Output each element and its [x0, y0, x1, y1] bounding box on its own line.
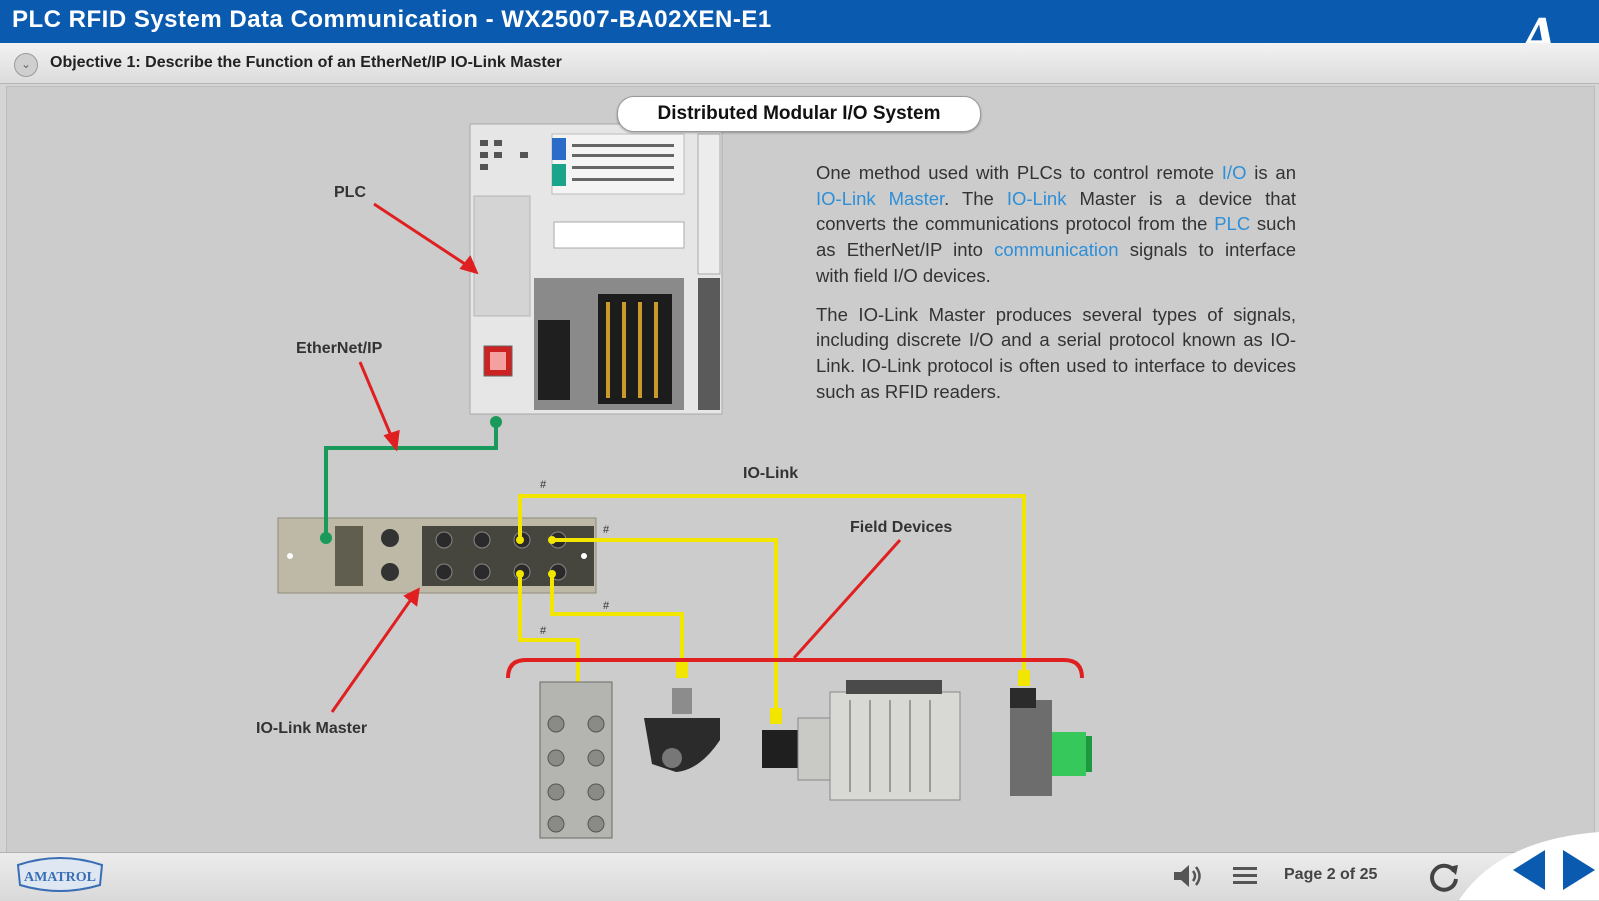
iolink-master-label: IO-Link Master: [256, 720, 367, 737]
paragraph-2: The IO-Link Master produces several type…: [816, 303, 1296, 402]
ethernet-cable: [324, 420, 498, 540]
rfid-reader-device[interactable]: [762, 680, 961, 801]
objective-bar: ⌄ Objective 1: Describe the Function of …: [0, 43, 1599, 84]
plc-label: PLC: [334, 184, 366, 201]
svg-text:#: #: [603, 600, 610, 612]
expand-chevron-icon[interactable]: ⌄: [14, 53, 38, 77]
valve-device[interactable]: [1010, 688, 1092, 796]
title-bar: PLC RFID System Data Communication - WX2…: [0, 0, 1599, 43]
link-communication[interactable]: communication: [994, 239, 1119, 261]
link-iolink-master[interactable]: IO-Link Master: [816, 187, 945, 209]
callout-arrows: [330, 202, 902, 713]
paragraph-1: One method used with PLCs to control rem…: [816, 162, 1297, 286]
io-block-device[interactable]: [539, 681, 613, 839]
back-arrow-icon[interactable]: [1513, 850, 1545, 890]
speaker-icon[interactable]: [1170, 862, 1206, 890]
footer-bar: [0, 852, 1599, 901]
amatrol-logo[interactable]: AMATROL: [12, 857, 108, 893]
iolink-master-device[interactable]: [277, 517, 597, 594]
svg-text:AMATROL: AMATROL: [24, 870, 96, 885]
objective-title: Objective 1: Describe the Function of an…: [50, 54, 562, 71]
description-text: One method used with PLCs to control rem…: [816, 160, 1296, 417]
link-iolink[interactable]: IO-Link: [1006, 187, 1067, 209]
field-devices-bracket: [506, 658, 1084, 679]
window-title: PLC RFID System Data Communication - WX2…: [12, 6, 772, 33]
link-io[interactable]: I/O: [1221, 162, 1247, 183]
plc-device[interactable]: [469, 123, 723, 415]
svg-text:#: #: [603, 524, 610, 536]
link-plc[interactable]: PLC: [1214, 213, 1251, 235]
iolink-cables: [518, 494, 1026, 712]
diagram-heading: Distributed Modular I/O System: [617, 96, 981, 132]
svg-text:#: #: [540, 479, 547, 491]
svg-text:#: #: [540, 625, 547, 637]
next-arrow-icon[interactable]: [1563, 850, 1595, 890]
sensor-device[interactable]: [644, 688, 720, 772]
field-devices-label: Field Devices: [850, 519, 952, 536]
page-indicator: Page 2 of 25: [1284, 866, 1378, 883]
ethernet-label: EtherNet/IP: [296, 340, 383, 357]
replay-icon[interactable]: [1426, 859, 1462, 893]
iolink-label: IO-Link: [743, 465, 798, 482]
menu-icon[interactable]: [1230, 862, 1260, 890]
navigation-panel: [1459, 832, 1599, 900]
